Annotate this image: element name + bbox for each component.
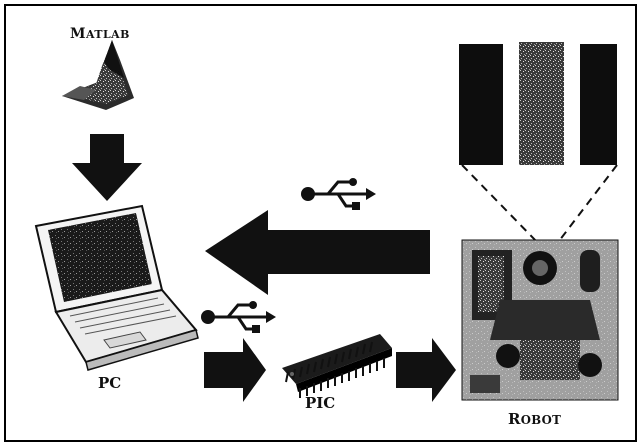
barcode-pattern-icon bbox=[459, 42, 617, 165]
robot-label-rest: OBOT bbox=[520, 413, 562, 427]
pic-chip-icon bbox=[282, 334, 392, 398]
arrow-pic-to-robot bbox=[396, 338, 456, 402]
robot-label-initial: R bbox=[508, 410, 521, 428]
arrow-matlab-to-pc bbox=[72, 134, 142, 201]
robot-label: ROBOT bbox=[508, 410, 561, 428]
matlab-label-initial: M bbox=[70, 26, 86, 42]
arrow-robot-to-pc bbox=[205, 210, 430, 295]
usb-icon bbox=[201, 301, 276, 333]
arrow-pc-to-pic bbox=[204, 338, 266, 402]
usb-icon bbox=[301, 178, 376, 210]
matlab-label-rest: ATLAB bbox=[86, 28, 130, 41]
pc-label: PC bbox=[98, 374, 122, 392]
laptop-icon bbox=[34, 204, 199, 371]
sensor-projection-lines bbox=[461, 164, 618, 246]
robot-icon bbox=[461, 239, 619, 401]
diagram-border bbox=[4, 4, 637, 442]
pic-label: PIC bbox=[305, 394, 336, 412]
matlab-logo-icon bbox=[62, 40, 134, 110]
matlab-label: MATLAB bbox=[70, 26, 130, 42]
